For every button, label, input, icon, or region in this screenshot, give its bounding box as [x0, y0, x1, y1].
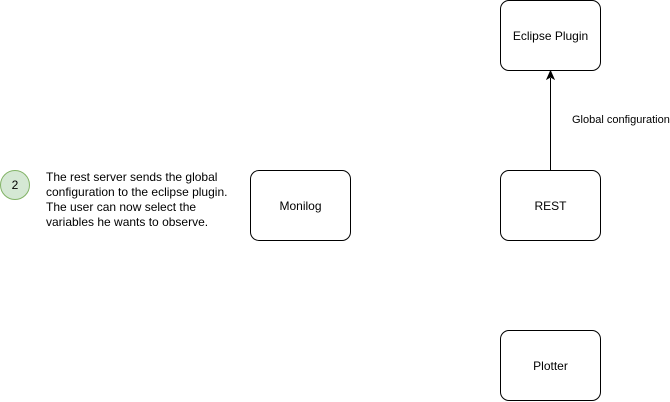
- edge-label-global-configuration: Global configuration: [572, 114, 670, 126]
- step-description: The rest server sends the global configu…: [46, 170, 228, 229]
- node-monilog[interactable]: Monilog: [250, 170, 351, 241]
- node-plotter-label: Plotter: [533, 358, 568, 373]
- step-number-badge: 2: [0, 170, 30, 200]
- node-rest[interactable]: REST: [500, 170, 601, 241]
- node-eclipse-plugin[interactable]: Eclipse Plugin: [500, 0, 601, 71]
- node-rest-label: REST: [534, 198, 567, 213]
- node-eclipse-plugin-label: Eclipse Plugin: [512, 28, 589, 43]
- arrowhead-icon: [545, 69, 556, 81]
- node-plotter[interactable]: Plotter: [500, 330, 601, 401]
- node-monilog-label: Monilog: [279, 198, 322, 213]
